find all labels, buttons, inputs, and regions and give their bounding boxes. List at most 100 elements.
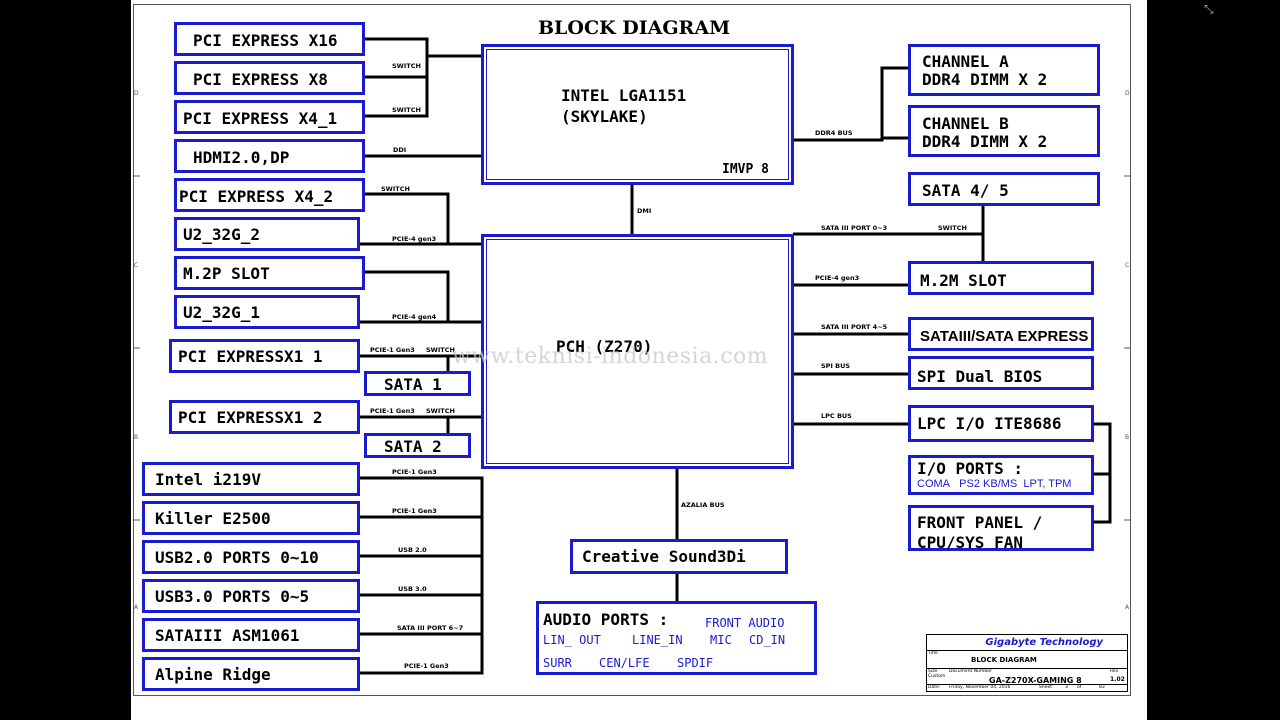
sata-2-label: SATA 2 (384, 437, 442, 456)
spi-dual-bios[interactable]: SPI Dual BIOS (908, 356, 1094, 390)
hdmi-dp-port[interactable]: HDMI2.0,DP (174, 139, 365, 173)
sata-1-port[interactable]: SATA 1 (364, 371, 471, 396)
pcie-x16-slot[interactable]: PCI EXPRESS X16 (174, 22, 365, 56)
switch-label: SWITCH (392, 62, 421, 70)
pcie-x1-1-slot[interactable]: PCI EXPRESSX1 1 (169, 339, 360, 373)
usb2-ports-label: USB2.0 PORTS 0~10 (155, 548, 319, 567)
killer-e2500-lan[interactable]: Killer E2500 (142, 501, 360, 535)
pcie-x8-slot[interactable]: PCI EXPRESS X8 (174, 61, 365, 95)
channel-a-dimm: DDR4 DIMM X 2 (922, 70, 1048, 89)
audio-line-in: LINE_IN (632, 633, 683, 647)
date-label: Date: (928, 685, 941, 690)
ddi-label: DDI (393, 146, 407, 154)
front-panel-line1: FRONT PANEL / (917, 513, 1043, 532)
zone-mark: C (1125, 262, 1130, 269)
switch-label: SWITCH (381, 185, 410, 193)
pcie-x4-2-slot[interactable]: PCI EXPRESS X4_2 (174, 178, 365, 212)
date-value: Friday, November 04, 2016 (949, 685, 1011, 690)
lpc-io-label: LPC I/O ITE8686 (917, 414, 1062, 433)
sata-express-port[interactable]: SATAIII/SATA EXPRESS (908, 317, 1094, 351)
switch-label: SWITCH (426, 407, 455, 415)
usb3-ports[interactable]: USB3.0 PORTS 0~5 (142, 579, 360, 613)
sheet-value: 3 (1065, 685, 1068, 690)
io-ports-title: I/O PORTS : (917, 459, 1023, 478)
watermark: www.teknisi-indonesia.com (452, 344, 769, 369)
zone-mark: C (134, 262, 139, 269)
pcie1-gen3-label: PCIE-1 Gen3 (370, 407, 415, 415)
company-name: Gigabyte Technology (927, 635, 1127, 651)
killer-e2500-label: Killer E2500 (155, 509, 271, 528)
m2p-slot-label: M.2P SLOT (183, 264, 270, 283)
pcie4-gen4-label: PCIE-4 gen4 (392, 313, 437, 321)
audio-surr: SURR (543, 656, 572, 670)
sheet-frame (133, 4, 1131, 696)
zone-mark: D (1125, 90, 1130, 97)
u2-32g-1-port[interactable]: U2_32G_1 (174, 295, 360, 329)
lpc-bus-label: LPC BUS (821, 412, 852, 420)
cpu-name: INTEL LGA1151 (561, 86, 687, 105)
usb20-label: USB 2.0 (398, 546, 427, 554)
size-label: Size (928, 669, 938, 674)
sata-4-5-port[interactable]: SATA 4/ 5 (908, 172, 1100, 206)
audio-ports-title: AUDIO PORTS : (543, 610, 669, 629)
channel-b-title: CHANNEL B (922, 114, 1009, 133)
hdmi-dp-label: HDMI2.0,DP (193, 148, 290, 167)
spi-dual-bios-label: SPI Dual BIOS (917, 367, 1043, 386)
zone-mark: B (1125, 434, 1130, 441)
size-value: Custom (928, 674, 946, 679)
ddr4-channel-b[interactable]: CHANNEL B DDR4 DIMM X 2 (908, 105, 1100, 157)
pcie-x1-2-slot[interactable]: PCI EXPRESSX1 2 (169, 400, 360, 434)
cpu-block[interactable]: INTEL LGA1151 (SKYLAKE) IMVP 8 (481, 44, 794, 185)
pcie4-gen3-label: PCIE-4 gen3 (815, 274, 860, 282)
switch-label: SWITCH (426, 346, 455, 354)
u2-32g-1-label: U2_32G_1 (183, 303, 261, 322)
m2m-slot[interactable]: M.2M SLOT (908, 261, 1094, 295)
sataiii-asm1061[interactable]: SATAIII ASM1061 (142, 618, 360, 652)
sata-2-port[interactable]: SATA 2 (364, 433, 471, 458)
sheet-label: Sheet (1039, 685, 1053, 690)
sata-express-label: SATAIII/SATA EXPRESS (920, 328, 1089, 345)
ddr4-channel-a[interactable]: CHANNEL A DDR4 DIMM X 2 (908, 44, 1100, 96)
m2p-slot[interactable]: M.2P SLOT (174, 256, 365, 290)
zone-mark: A (1125, 604, 1130, 611)
io-lpt-tpm: LPT, TPM (1023, 478, 1072, 490)
alpine-ridge[interactable]: Alpine Ridge (142, 657, 360, 691)
azalia-bus-label: AZALIA BUS (681, 501, 725, 509)
rev-value: 1.02 (1110, 676, 1125, 683)
sata3-67-label: SATA III PORT 6~7 (397, 624, 464, 632)
intel-i219v-lan[interactable]: Intel i219V (142, 462, 360, 496)
pch-block[interactable]: PCH (Z270) (481, 234, 794, 469)
pcie-x1-2-label: PCI EXPRESSX1 2 (178, 408, 323, 427)
u2-32g-2-port[interactable]: U2_32G_2 (174, 217, 360, 251)
intel-i219v-label: Intel i219V (155, 470, 261, 489)
switch-label: SWITCH (392, 106, 421, 114)
diagram-title: BLOCK DIAGRAM (538, 17, 731, 39)
title-block: Gigabyte Technology Title BLOCK DIAGRAM … (926, 634, 1128, 692)
pcie1-gen3-label: PCIE-1 Gen3 (404, 662, 449, 670)
lpc-io-ite8686[interactable]: LPC I/O ITE8686 (908, 405, 1094, 442)
pcie-x4-1-label: PCI EXPRESS X4_1 (183, 109, 338, 128)
front-panel-fan[interactable]: FRONT PANEL / CPU/SYS FAN (908, 505, 1094, 552)
channel-b-dimm: DDR4 DIMM X 2 (922, 132, 1048, 151)
ddr4-bus-label: DDR4 BUS (815, 129, 853, 137)
zone-mark: A (134, 604, 139, 611)
io-ports[interactable]: I/O PORTS : COMA PS2 KB/MS LPT, TPM (908, 455, 1094, 495)
pcie4-gen3-label: PCIE-4 gen3 (392, 235, 437, 243)
pcie-x4-1-slot[interactable]: PCI EXPRESS X4_1 (174, 100, 365, 134)
collapse-icon[interactable]: ⤡ (1204, 2, 1214, 16)
audio-ports[interactable]: AUDIO PORTS : FRONT AUDIO LIN_ OUT LINE_… (536, 601, 817, 675)
sata3-03-label: SATA III PORT 0~3 (821, 224, 888, 232)
pcie1-gen3-label: PCIE-1 Gen3 (392, 468, 437, 476)
cpu-codename: (SKYLAKE) (561, 107, 648, 126)
creative-sound3di[interactable]: Creative Sound3Di (570, 539, 788, 574)
pch-name: PCH (Z270) (556, 337, 653, 356)
usb2-ports[interactable]: USB2.0 PORTS 0~10 (142, 540, 360, 574)
spi-bus-label: SPI BUS (821, 362, 851, 370)
title-field-label: Title (928, 651, 938, 656)
audio-front: FRONT AUDIO (705, 616, 785, 630)
docnum-label: Document Number (949, 669, 992, 674)
zone-mark: D (134, 90, 139, 97)
audio-cen-lfe: CEN/LFE (599, 656, 650, 670)
front-panel-line2: CPU/SYS FAN (917, 533, 1023, 552)
